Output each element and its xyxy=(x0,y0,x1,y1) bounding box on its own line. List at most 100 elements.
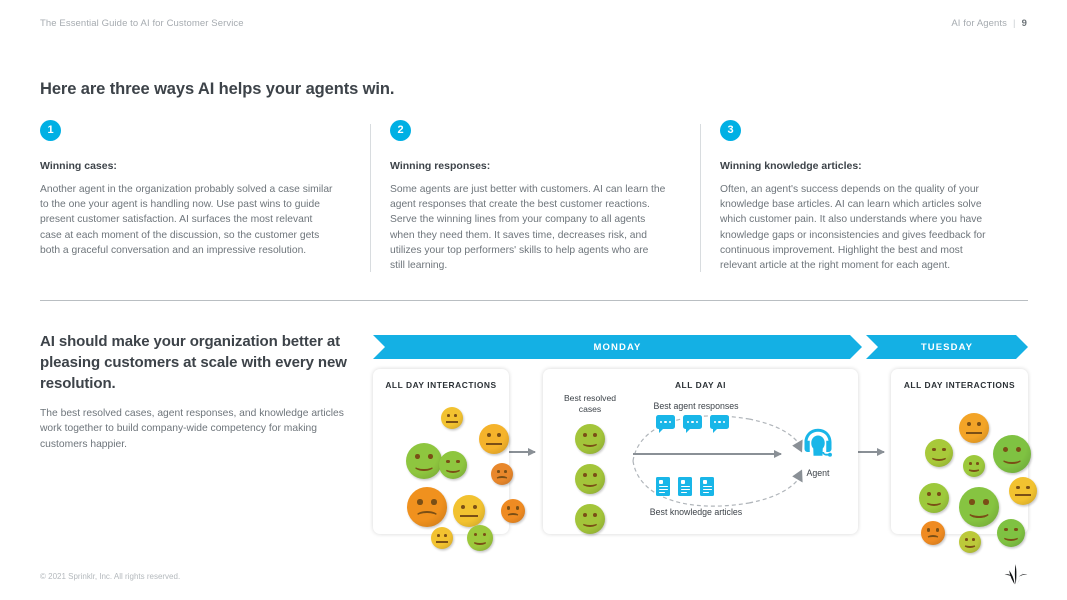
face-eye xyxy=(507,506,511,510)
sentiment-face-frown xyxy=(501,499,525,523)
column-body: Some agents are just better with custome… xyxy=(390,184,666,272)
face-mouth xyxy=(964,542,976,548)
face-eye xyxy=(1014,527,1018,532)
face-eye xyxy=(964,537,968,541)
face-eye xyxy=(582,513,587,518)
face-mouth xyxy=(472,538,487,545)
chat-bubble-icon xyxy=(656,415,675,433)
center-flow-arrow xyxy=(633,450,782,457)
sentiment-face-smile xyxy=(959,531,981,553)
face-eye xyxy=(515,506,519,510)
badge-number-2: 2 xyxy=(390,120,411,141)
document-icon xyxy=(700,477,714,496)
sentiment-face-flat xyxy=(441,407,463,429)
face-eye xyxy=(446,459,450,464)
face-eye xyxy=(415,454,421,459)
face-eye xyxy=(417,499,423,505)
face-eye xyxy=(976,461,980,465)
face-mouth xyxy=(445,465,461,473)
face-mouth xyxy=(931,453,947,461)
best-agent-responses-label: Best agent responses xyxy=(653,401,739,411)
face-mouth xyxy=(446,420,458,423)
sentiment-face-smile xyxy=(993,435,1031,473)
face-eye xyxy=(496,469,500,473)
face-eye xyxy=(1004,527,1008,532)
face-eye xyxy=(1002,446,1008,452)
face-mouth xyxy=(436,540,448,543)
sentiment-face-smile xyxy=(997,519,1025,547)
face-eye xyxy=(942,447,946,452)
face-eye xyxy=(582,473,587,478)
column-divider xyxy=(700,124,701,272)
sentiment-face-smile xyxy=(467,525,493,551)
face-eye xyxy=(1016,446,1022,452)
lower-left-title: AI should make your organization better … xyxy=(40,333,347,392)
face-eye xyxy=(473,533,478,537)
sentiment-face-frown xyxy=(921,521,945,545)
sentiment-face-flat xyxy=(479,424,509,454)
chat-bubble-icon xyxy=(710,415,729,433)
sentiment-face-smile xyxy=(439,451,467,479)
best-resolved-cases-faces xyxy=(575,424,705,564)
sentiment-face-flat xyxy=(453,495,485,527)
face-mouth xyxy=(968,507,990,518)
face-mouth xyxy=(414,461,434,471)
face-eye xyxy=(968,461,972,465)
face-mouth xyxy=(1001,454,1023,465)
card-all-day-ai: ALL DAY AI Best resolved cases Best agen… xyxy=(543,369,858,534)
timeline-diagram: ALL DAY INTERACTIONS ALL DAY AI Best res… xyxy=(373,369,1037,553)
sprinklr-logo xyxy=(1004,564,1028,585)
lower-left-block: AI should make your organization better … xyxy=(40,331,350,452)
sentiment-face-smile xyxy=(919,483,949,513)
sentiment-face-smile xyxy=(925,439,953,467)
agent-headset-icon xyxy=(804,428,832,457)
face-mouth xyxy=(581,479,599,488)
sentiment-face-smile xyxy=(575,424,605,454)
sentiment-face-flat xyxy=(1009,477,1037,505)
column-winning-knowledge-articles: 3 Winning knowledge articles: Often, an … xyxy=(700,120,1030,273)
face-mouth xyxy=(460,514,478,517)
face-eye xyxy=(932,447,936,452)
column-winning-responses: 2 Winning responses: Some agents are jus… xyxy=(370,120,700,273)
face-eye xyxy=(966,422,971,427)
connector-arrow-right xyxy=(858,448,885,456)
face-eye xyxy=(593,473,598,478)
face-eye xyxy=(472,504,477,510)
column-heading: Winning responses: xyxy=(390,160,491,172)
face-mouth xyxy=(496,476,508,482)
face-mouth xyxy=(485,442,503,445)
face-eye xyxy=(497,433,502,438)
column-body: Often, an agent's success depends on the… xyxy=(720,184,986,272)
best-resolved-cases-label: Best resolved cases xyxy=(563,393,617,415)
sentiment-face-flat xyxy=(431,527,453,549)
face-eye xyxy=(593,513,598,518)
page-title: Here are three ways AI helps your agents… xyxy=(40,80,395,98)
card-all-day-interactions-tuesday: ALL DAY INTERACTIONS xyxy=(891,369,1037,553)
card-title: ALL DAY AI xyxy=(674,380,727,390)
sentiment-face-smile xyxy=(575,464,605,494)
sentiment-face-smile xyxy=(406,443,442,479)
face-eye xyxy=(436,533,440,537)
face-eye xyxy=(972,537,976,541)
face-eye xyxy=(427,454,433,459)
face-eye xyxy=(969,499,975,505)
face-mouth xyxy=(926,535,940,541)
header-separator: | xyxy=(1013,18,1016,29)
face-mouth xyxy=(1015,494,1031,497)
page-header: The Essential Guide to AI for Customer S… xyxy=(40,18,1027,29)
footer-copyright: © 2021 Sprinklr, Inc. All rights reserve… xyxy=(40,572,181,581)
face-eye xyxy=(977,422,982,427)
badge-number-1: 1 xyxy=(40,120,61,141)
face-mouth xyxy=(1003,533,1019,541)
header-left-title: The Essential Guide to AI for Customer S… xyxy=(40,18,244,29)
document-icon xyxy=(656,477,670,496)
face-eye xyxy=(486,433,491,438)
page-number: 9 xyxy=(1021,18,1027,29)
face-eye xyxy=(504,469,508,473)
best-knowledge-articles-label: Best knowledge articles xyxy=(649,507,743,517)
face-mouth xyxy=(416,511,438,521)
timeline-banner-row: MONDAY TUESDAY xyxy=(373,335,1028,359)
face-eye xyxy=(937,492,942,497)
face-mouth xyxy=(506,513,520,519)
document-icon xyxy=(678,477,692,496)
